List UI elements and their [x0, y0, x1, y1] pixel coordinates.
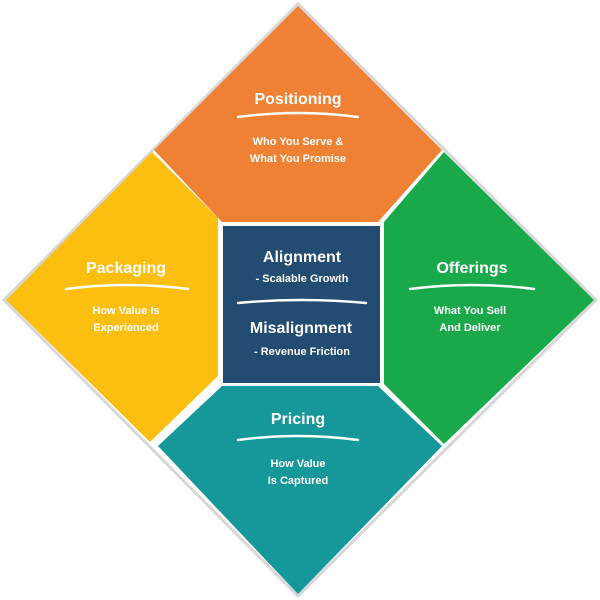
packaging-shape [6, 152, 218, 442]
packaging-line-2: Experienced [93, 322, 158, 334]
pricing-underline [236, 434, 360, 442]
offerings-segment: Offerings What You Sell And Deliver [384, 152, 594, 444]
pricing-line-2: Is Captured [268, 475, 329, 487]
pricing-line-1: How Value [270, 458, 325, 470]
pricing-title: Pricing [271, 411, 325, 428]
positioning-underline [236, 111, 360, 119]
packaging-line-1: How Value Is [92, 305, 159, 317]
packaging-title: Packaging [86, 260, 166, 277]
misalignment-subtitle: - Revenue Friction [254, 346, 350, 358]
positioning-segment: Positioning Who You Serve & What You Pro… [154, 6, 442, 222]
offerings-underline [408, 283, 536, 291]
center-box: Alignment - Scalable Growth Misalignment… [223, 226, 380, 383]
center-divider [236, 298, 368, 305]
alignment-subtitle: - Scalable Growth [256, 273, 349, 285]
misalignment-title: Misalignment [250, 320, 353, 337]
offerings-title: Offerings [436, 260, 507, 277]
positioning-line-2: What You Promise [250, 153, 346, 165]
positioning-line-1: Who You Serve & [253, 136, 344, 148]
center-box-background [223, 226, 380, 383]
alignment-title: Alignment [263, 249, 342, 266]
offerings-line-2: And Deliver [439, 322, 501, 334]
offerings-shape [384, 152, 594, 444]
packaging-segment: Packaging How Value Is Experienced [6, 152, 218, 442]
pricing-segment: Pricing How Value Is Captured [158, 386, 442, 594]
offerings-line-1: What You Sell [434, 305, 506, 317]
packaging-underline [64, 283, 190, 291]
pricing-shape [158, 386, 442, 594]
positioning-title: Positioning [254, 91, 341, 108]
